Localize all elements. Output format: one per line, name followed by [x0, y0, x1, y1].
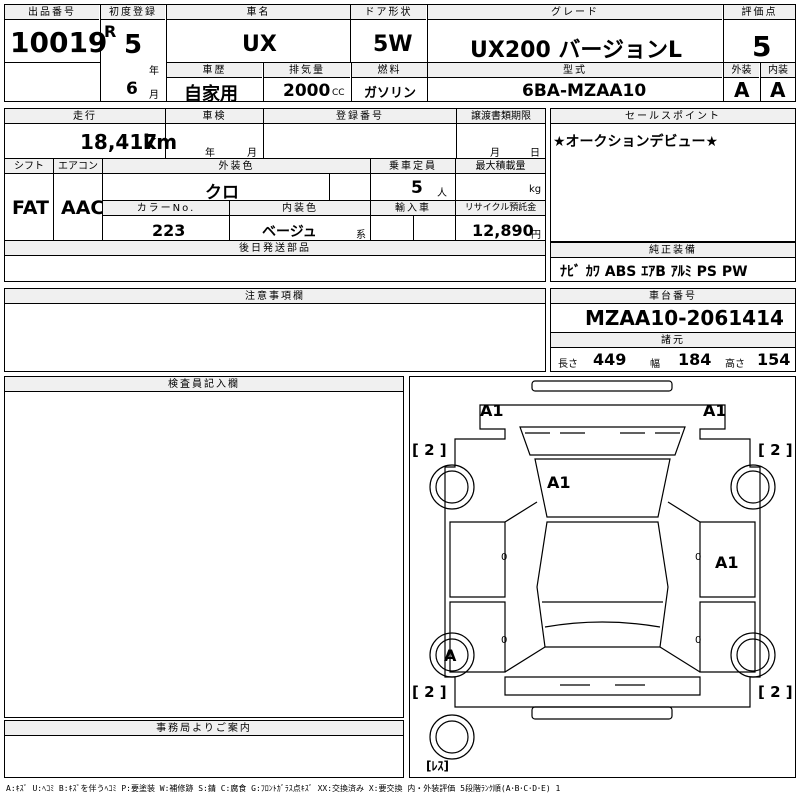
inspector-box — [4, 376, 404, 718]
car-diagram: A1 A1 A1 A1 A [ 2 ] [ 2 ] [ 2 ] [ 2 ] 0 … — [409, 376, 796, 778]
history-label: 車歴 — [167, 63, 262, 78]
displacement-unit: CC — [332, 88, 345, 98]
panel-zero: 0 — [695, 635, 702, 646]
panel-zero: 0 — [501, 635, 508, 646]
tire-mark: [ 2 ] — [412, 683, 447, 701]
first-reg-label: 初度登録 — [101, 5, 165, 20]
selling-point: ★オークションデビュー★ — [553, 134, 719, 150]
width: 184 — [678, 350, 712, 369]
lot-label: 出品番号 — [5, 5, 99, 20]
exterior-color-label: 外装色 — [103, 159, 370, 174]
aircon-label: エアコン — [54, 159, 102, 174]
score: 5 — [752, 30, 772, 63]
mileage-label: 走行 — [5, 109, 165, 124]
recycle-unit: 円 — [531, 230, 541, 241]
height: 154 — [757, 350, 791, 369]
tire-mark: [ 2 ] — [758, 441, 793, 459]
model-code: 6BA-MZAA10 — [522, 81, 647, 101]
tire-mark: [ 2 ] — [758, 683, 793, 701]
notes-label: 注意事項欄 — [5, 289, 545, 304]
reg-number-label: 登録番号 — [264, 109, 456, 124]
chassis-label: 車台番号 — [551, 289, 795, 304]
capacity: 5 — [411, 178, 423, 198]
aircon: AAC — [61, 197, 105, 219]
interior-color-label: 内装色 — [230, 201, 370, 216]
selling-point-label: セールスポイント — [551, 109, 795, 124]
damage-mark: A — [444, 646, 457, 665]
damage-mark: A1 — [547, 473, 571, 492]
score-label: 評価点 — [724, 5, 795, 20]
first-reg-era: R — [104, 22, 117, 41]
model-label: 型式 — [428, 63, 722, 78]
max-load-unit: kg — [529, 184, 542, 195]
mileage-unit: km — [143, 130, 178, 154]
grade-label: グレード — [428, 5, 722, 20]
specs-label: 諸元 — [551, 333, 795, 348]
inspection-month-unit: 月 — [247, 148, 257, 159]
interior-color: ベージュ — [262, 224, 317, 240]
max-load-label: 最大積載量 — [456, 159, 545, 174]
first-reg-month-unit: 月 — [149, 90, 159, 101]
inspection-year-unit: 年 — [205, 148, 215, 159]
damage-mark: A1 — [480, 401, 504, 420]
top-header-block — [4, 4, 796, 102]
displacement: 2000 — [283, 81, 331, 101]
exterior-grade: A — [734, 78, 750, 102]
lot-number: 10019 — [10, 26, 108, 59]
transfer-day-unit: 日 — [530, 148, 540, 159]
length-label: 長さ — [558, 359, 578, 370]
spare-tire-mark: [ﾚｽ] — [426, 759, 449, 773]
fuel: ガソリン — [364, 86, 417, 101]
first-reg-month: 6 — [126, 79, 138, 99]
car-name-label: 車名 — [167, 5, 350, 20]
grade: UX200 バージョンL — [470, 38, 682, 63]
damage-mark: A1 — [715, 553, 739, 572]
mileage: 18,417 — [80, 130, 158, 154]
selling-point-box — [550, 108, 796, 242]
damage-mark: A1 — [703, 401, 727, 420]
panel-zero: 0 — [501, 552, 508, 563]
inspection-label: 車検 — [166, 109, 263, 124]
color-no-label: カラーNo. — [103, 201, 229, 216]
car-outline-svg — [429, 380, 776, 760]
legend: A:ｷｽﾞ U:ﾍｺﾐ B:ｷｽﾞを伴うﾍｺﾐ P:要塗装 W:補修跡 S:錆 … — [6, 784, 561, 793]
later-parts-label: 後日発送部品 — [5, 241, 545, 256]
door-type: 5W — [373, 32, 413, 57]
panel-zero: 0 — [695, 552, 702, 563]
capacity-unit: 人 — [437, 188, 447, 199]
tire-mark: [ 2 ] — [412, 441, 447, 459]
exterior-label: 外装 — [724, 63, 759, 78]
recycle-fee: 12,890 — [472, 221, 534, 240]
first-reg-year-unit: 年 — [149, 66, 159, 77]
shift-label: シフト — [5, 159, 53, 174]
interior-label: 内装 — [761, 63, 795, 78]
genuine-equipment: ﾅﾋﾞ ｶﾜ ABS ｴｱB ｱﾙﾐ PS PW — [560, 264, 748, 280]
history: 自家用 — [184, 84, 238, 105]
shift: FAT — [12, 197, 49, 219]
capacity-label: 乗車定員 — [371, 159, 455, 174]
chassis-number: MZAA10-2061414 — [585, 306, 784, 330]
displacement-label: 排気量 — [264, 63, 350, 78]
interior-color-suffix: 系 — [356, 230, 366, 241]
office-label: 事務局よりご案内 — [5, 721, 403, 736]
door-label: ドア形状 — [351, 5, 426, 20]
first-reg-year: 5 — [124, 30, 143, 60]
genuine-equipment-label: 純正装備 — [551, 243, 795, 258]
length: 449 — [593, 350, 627, 369]
width-label: 幅 — [650, 359, 660, 370]
transfer-deadline-label: 譲渡書類期限 — [457, 109, 545, 124]
car-name: UX — [242, 32, 277, 57]
import-label: 輸入車 — [371, 201, 455, 216]
exterior-color: クロ — [205, 183, 239, 203]
inspector-label: 検査員記入欄 — [5, 377, 403, 392]
transfer-month-unit: 月 — [490, 148, 500, 159]
height-label: 高さ — [725, 359, 745, 370]
fuel-label: 燃料 — [352, 63, 427, 78]
color-no: 223 — [152, 221, 186, 240]
interior-grade: A — [770, 78, 786, 102]
recycle-label: リサイクル預託金 — [456, 201, 545, 216]
